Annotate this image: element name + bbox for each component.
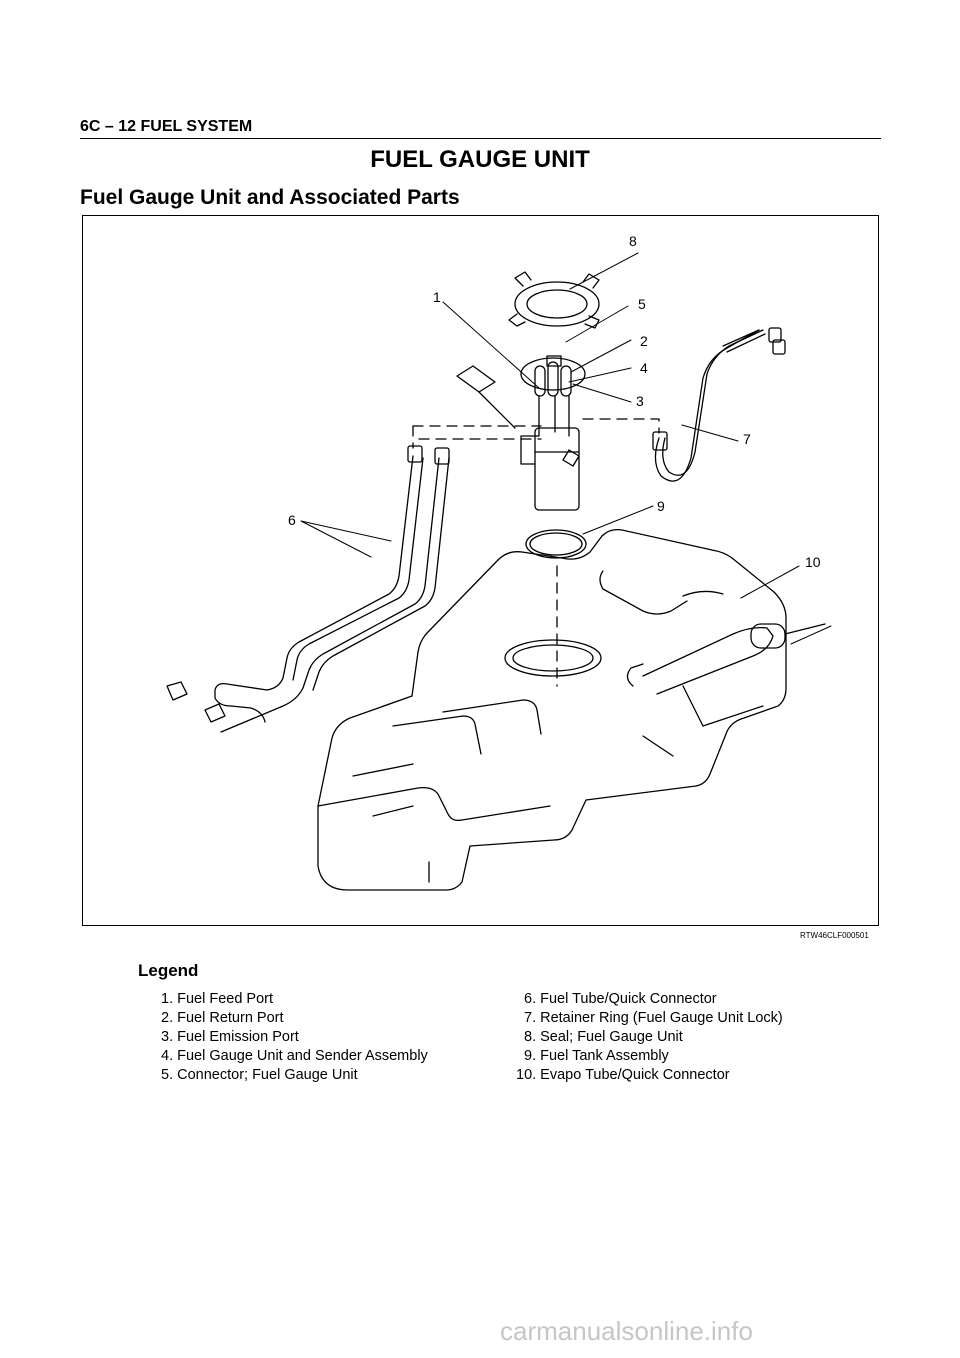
connector-drawing (456, 365, 516, 429)
legend-item: 7. Retainer Ring (Fuel Gauge Unit Lock) (524, 1010, 783, 1026)
seal-drawing (525, 529, 587, 559)
legend-left-column: 1. Fuel Feed Port 2. Fuel Return Port 3.… (161, 990, 428, 1085)
leader-lines (300, 252, 832, 645)
watermark: carmanualsonline.info (500, 1316, 753, 1346)
figure-code: RTW46CLF000501 (800, 931, 869, 940)
callout-6: 6 (288, 512, 296, 528)
legend-title: Legend (138, 961, 199, 980)
legend-item: 5. Connector; Fuel Gauge Unit (161, 1067, 358, 1083)
fuel-tank-drawing (317, 528, 826, 891)
page-title: FUEL GAUGE UNIT (370, 146, 590, 173)
legend-item: 3. Fuel Emission Port (161, 1029, 299, 1045)
exploded-diagram: 8 1 5 2 4 3 7 6 9 10 (82, 215, 879, 926)
callout-1: 1 (433, 289, 441, 305)
section-label: 6C – 12 FUEL SYSTEM (80, 118, 253, 135)
diagram-drawing (166, 252, 832, 891)
legend-item: 1. Fuel Feed Port (161, 991, 274, 1007)
legend-item: 10. Evapo Tube/Quick Connector (516, 1067, 730, 1083)
callout-7: 7 (743, 431, 751, 447)
callout-4: 4 (640, 360, 648, 376)
fuel-tube-6-drawing (166, 445, 450, 733)
legend-item: 8. Seal; Fuel Gauge Unit (524, 1029, 683, 1045)
legend-item: 6. Fuel Tube/Quick Connector (524, 991, 717, 1007)
legend-item: 9. Fuel Tank Assembly (524, 1048, 669, 1064)
section-subtitle: Fuel Gauge Unit and Associated Parts (80, 186, 460, 209)
legend-item: 4. Fuel Gauge Unit and Sender Assembly (161, 1048, 428, 1064)
assembly-lines (412, 418, 660, 687)
page-header: 6C – 12 FUEL SYSTEM (80, 118, 881, 139)
callout-3: 3 (636, 393, 644, 409)
callout-8: 8 (629, 233, 637, 249)
legend-right-column: 6. Fuel Tube/Quick Connector 7. Retainer… (516, 990, 783, 1085)
legend-item: 2. Fuel Return Port (161, 1010, 284, 1026)
callout-5: 5 (638, 296, 646, 312)
tube-7-drawing (652, 327, 786, 482)
fuel-gauge-unit-drawing (520, 355, 586, 511)
callout-9: 9 (657, 498, 665, 514)
callout-2: 2 (640, 333, 648, 349)
callout-10: 10 (805, 554, 821, 570)
